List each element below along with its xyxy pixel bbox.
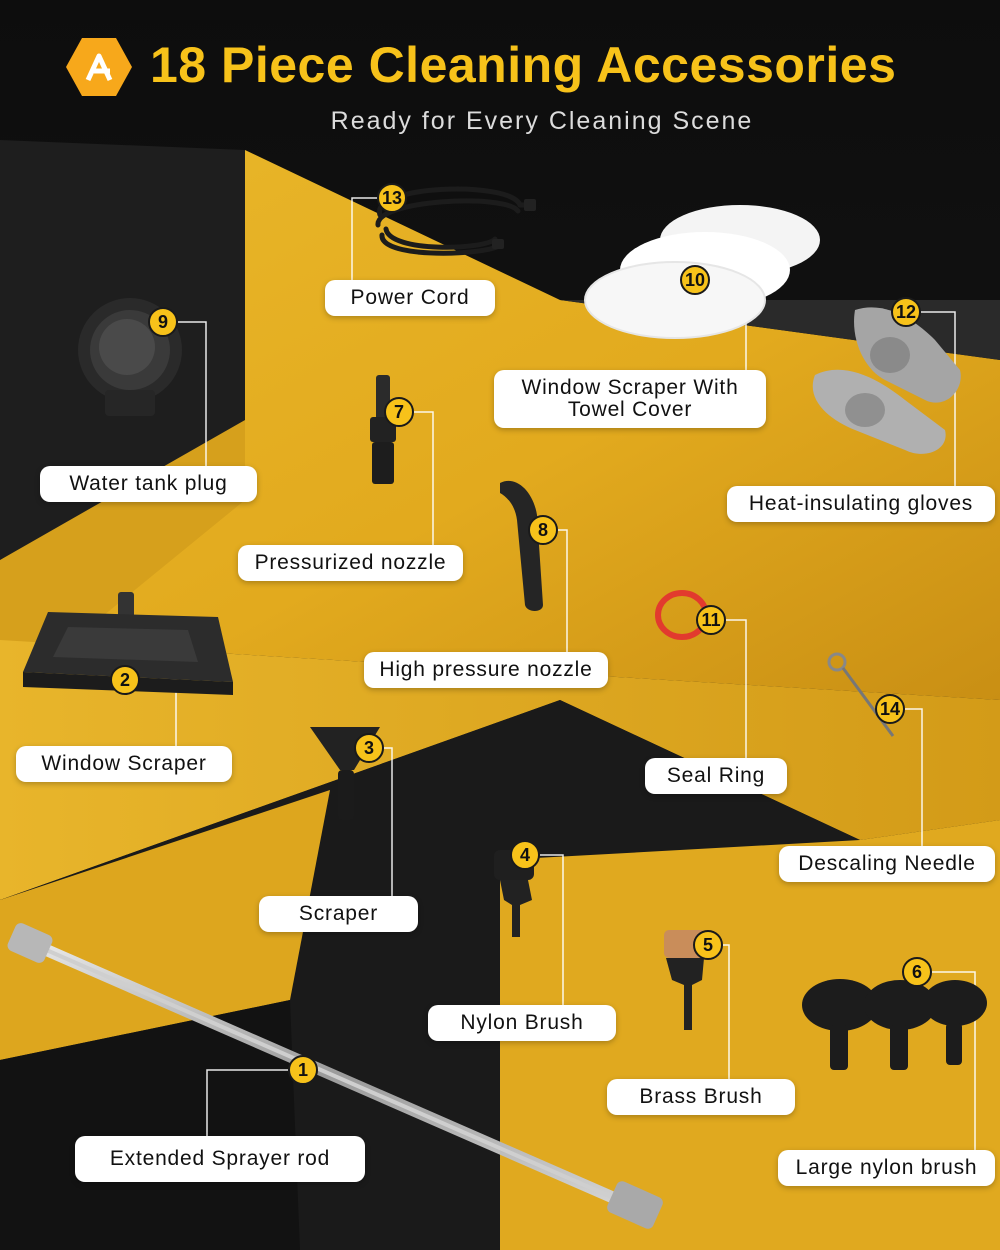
brand-logo-icon	[66, 38, 132, 96]
badge-13: 13	[377, 183, 407, 213]
page-title: 18 Piece Cleaning Accessories	[150, 37, 897, 93]
badge-5: 5	[693, 930, 723, 960]
label-window-scraper: Window Scraper	[16, 746, 232, 782]
badge-8: 8	[528, 515, 558, 545]
high-pressure-nozzle-icon	[500, 480, 543, 611]
badge-11: 11	[696, 605, 726, 635]
pressurized-nozzle-icon	[370, 375, 396, 484]
label-seal-ring: Seal Ring	[645, 758, 787, 794]
descaling-needle-icon	[827, 652, 895, 737]
badge-2: 2	[110, 665, 140, 695]
label-towel-cover: Window Scraper With Towel Cover	[494, 370, 766, 428]
label-high-pressure-nozzle: High pressure nozzle	[364, 652, 608, 688]
badge-4: 4	[510, 840, 540, 870]
badge-1: 1	[288, 1055, 318, 1085]
label-gloves: Heat-insulating gloves	[727, 486, 995, 522]
label-pressurized-nozzle: Pressurized nozzle	[238, 545, 463, 581]
badge-12: 12	[891, 297, 921, 327]
label-power-cord: Power Cord	[325, 280, 495, 316]
label-sprayer-rod: Extended Sprayer rod	[75, 1136, 365, 1182]
badge-14: 14	[875, 694, 905, 724]
label-scraper: Scraper	[259, 896, 418, 932]
large-nylon-brush-icon	[802, 979, 987, 1070]
gloves-icon	[812, 307, 961, 454]
badge-9: 9	[148, 307, 178, 337]
label-water-tank-plug: Water tank plug	[40, 466, 257, 502]
label-brass-brush: Brass Brush	[607, 1079, 795, 1115]
label-nylon-brush: Nylon Brush	[428, 1005, 616, 1041]
label-descaling-needle: Descaling Needle	[779, 846, 995, 882]
badge-6: 6	[902, 957, 932, 987]
badge-7: 7	[384, 397, 414, 427]
label-large-nylon-brush: Large nylon brush	[778, 1150, 995, 1186]
sprayer-rod-icon	[7, 923, 663, 1229]
badge-3: 3	[354, 733, 384, 763]
page-subtitle: Ready for Every Cleaning Scene	[330, 107, 754, 135]
badge-10: 10	[680, 265, 710, 295]
